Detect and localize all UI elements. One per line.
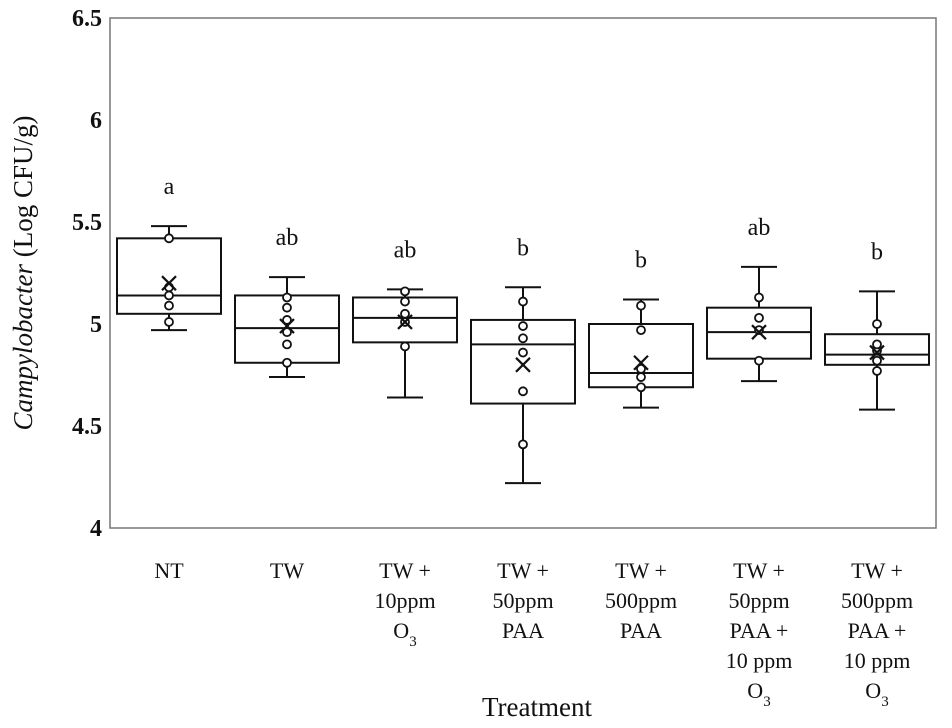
data-point — [282, 357, 292, 368]
x-tick-label: TW + — [851, 558, 903, 583]
data-point — [282, 339, 292, 350]
data-point — [754, 292, 764, 303]
data-point — [518, 333, 528, 344]
x-tick-label: TW + — [497, 558, 549, 583]
data-point — [636, 372, 646, 382]
data-point — [518, 347, 528, 358]
x-tick-label: 500ppm — [841, 588, 913, 613]
mean-marker-stroke-2 — [751, 324, 767, 340]
mean-marker-stroke-2 — [397, 314, 413, 330]
x-tick-label: 10 ppm — [726, 648, 793, 673]
data-point — [164, 300, 174, 311]
significance-letter: b — [517, 235, 529, 261]
y-tick-label: 5.5 — [72, 210, 102, 236]
x-tick-label: O3 — [747, 678, 770, 710]
data-point — [282, 292, 292, 303]
data-point — [754, 325, 764, 336]
x-tick-label: PAA — [620, 618, 662, 643]
y-tick-label: 6 — [90, 108, 102, 134]
x-tick-label: TW + — [615, 558, 667, 583]
x-tick-label: NT — [154, 558, 184, 583]
data-point — [872, 319, 882, 329]
data-point — [636, 325, 646, 336]
plot-area-frame — [109, 17, 937, 529]
x-tick-label: 10ppm — [374, 588, 435, 613]
y-tick-label: 5 — [90, 312, 102, 338]
mean-marker-stroke-2 — [869, 344, 885, 361]
data-point — [164, 317, 174, 327]
data-point — [636, 382, 646, 393]
data-point — [400, 296, 410, 307]
data-point — [400, 286, 410, 297]
x-tick-label: 500ppm — [605, 588, 677, 613]
significance-letter: a — [164, 174, 175, 200]
mean-marker-stroke-2 — [515, 357, 531, 373]
significance-letter: ab — [394, 237, 417, 263]
data-point — [518, 386, 528, 397]
y-axis-title-unit: (Log CFU/g) — [8, 116, 38, 265]
x-tick-label: PAA + — [730, 618, 789, 643]
x-tick-label: TW + — [733, 558, 785, 583]
data-point — [872, 366, 882, 376]
data-point — [518, 439, 528, 450]
mean-marker-stroke-2 — [279, 318, 295, 334]
data-point — [282, 315, 292, 325]
x-tick-label: TW + — [379, 558, 431, 583]
data-point — [754, 355, 764, 366]
x-axis-title: Treatment — [482, 692, 592, 722]
data-point — [518, 321, 528, 331]
y-tick-label: 6.5 — [72, 6, 102, 32]
x-tick-label: O3 — [865, 678, 888, 710]
data-point — [400, 308, 410, 319]
data-point — [872, 339, 882, 350]
x-tick-label: PAA + — [848, 618, 907, 643]
significance-letter: b — [871, 239, 883, 265]
data-point — [282, 327, 292, 338]
y-tick-label: 4 — [90, 516, 102, 542]
x-tick-label: 50ppm — [728, 588, 789, 613]
data-point — [400, 341, 410, 352]
significance-letter: b — [635, 248, 647, 274]
data-point — [636, 300, 646, 311]
data-point — [164, 233, 174, 244]
x-tick-label: 50ppm — [492, 588, 553, 613]
mean-marker-stroke-2 — [161, 275, 177, 291]
x-tick-label: TW — [270, 558, 304, 583]
y-tick-label: 4.5 — [72, 414, 102, 440]
significance-letter: ab — [748, 215, 771, 241]
data-point — [282, 302, 292, 313]
data-point — [636, 363, 646, 374]
significance-letter: ab — [276, 225, 299, 251]
mean-marker-stroke-2 — [633, 354, 649, 371]
data-point — [164, 290, 174, 301]
x-tick-label: O3 — [393, 618, 416, 650]
data-point — [872, 355, 882, 366]
x-tick-label: PAA — [502, 618, 544, 643]
data-point — [518, 296, 528, 307]
x-tick-label: 10 ppm — [844, 648, 911, 673]
y-axis-title-organism: Campylobacter — [8, 264, 38, 431]
y-axis-title: Campylobacter (Log CFU/g) — [8, 116, 38, 431]
data-point — [754, 312, 764, 323]
